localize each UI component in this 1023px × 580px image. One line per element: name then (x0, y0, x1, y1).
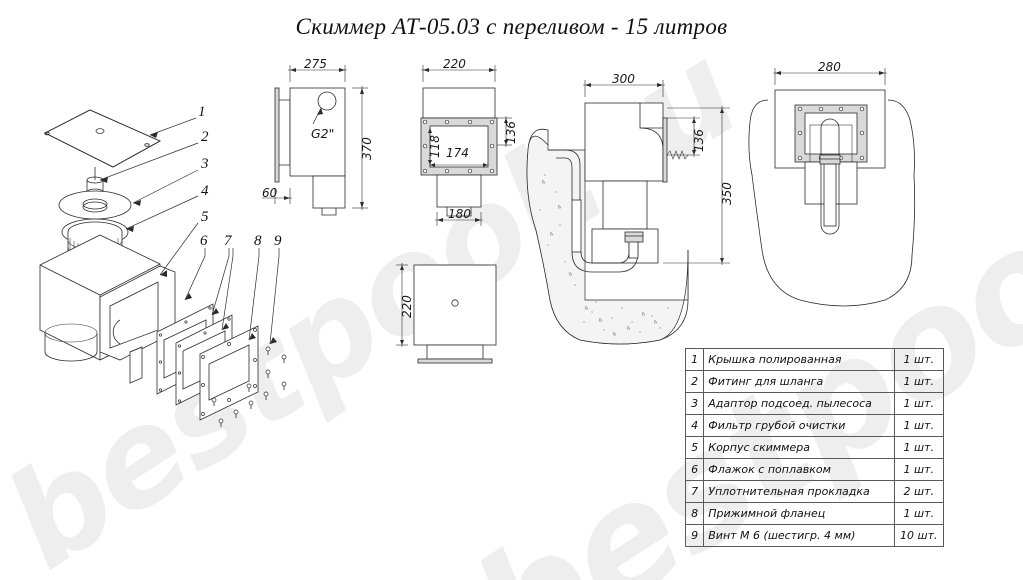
part-qty: 1 шт. (893, 414, 945, 437)
part-qty: 1 шт. (893, 392, 945, 415)
callout-7: 7 (224, 233, 232, 249)
callout-arrowheads (100, 132, 167, 277)
part-qty: 1 шт. (893, 458, 945, 481)
table-row: 3 Адаптор подсоед. пылесоса 1 шт. (684, 392, 945, 415)
part-qty: 1 шт. (893, 348, 945, 371)
part-qty: 1 шт. (893, 502, 945, 525)
part-number: 3 (684, 392, 705, 415)
part-name: Уплотнительная прокладка (703, 480, 895, 503)
part-screws (211, 346, 287, 427)
part-float-flap (129, 346, 143, 384)
part-skimmer-body (39, 234, 176, 362)
dim-174: 174 (446, 146, 469, 160)
dim-136-install: 136 (692, 129, 706, 152)
callout-leader-lines-lower (184, 248, 280, 345)
dim-220-top: 220 (400, 295, 414, 318)
part-number: 8 (684, 502, 705, 525)
dim-300: 300 (612, 72, 635, 86)
table-row: 6 Флажок с поплавком 1 шт. (684, 458, 945, 481)
part-vacuum-adaptor (58, 190, 132, 220)
part-name: Адаптор подсоед. пылесоса (703, 392, 895, 415)
thread-label-g2: G2" (311, 126, 335, 141)
dim-280: 280 (818, 60, 841, 74)
dim-220: 220 (443, 57, 466, 71)
dim-60: 60 (262, 186, 278, 200)
part-number: 9 (684, 524, 705, 547)
part-number: 6 (684, 458, 705, 481)
part-qty: 10 шт. (893, 524, 945, 547)
part-number: 1 (684, 348, 705, 371)
part-name: Прижимной фланец (703, 502, 895, 525)
exploded-assembly-view (39, 109, 287, 427)
installation-section-view (526, 80, 730, 345)
callout-leader-lines (99, 117, 199, 276)
part-qty: 1 шт. (893, 436, 945, 459)
dim-118: 118 (428, 135, 442, 158)
callout-4: 4 (201, 183, 209, 199)
table-row: 1 Крышка полированная 1 шт. (684, 348, 945, 371)
table-row: 4 Фильтр грубой очистки 1 шт. (684, 414, 945, 437)
part-clamping-flange (199, 325, 259, 421)
callout-8: 8 (254, 233, 262, 249)
part-lid (44, 109, 161, 168)
table-row: 7 Уплотнительная прокладка 2 шт. (684, 480, 945, 503)
callout-9: 9 (274, 233, 282, 249)
dim-136: 136 (504, 121, 518, 144)
parts-table-body: 1 Крышка полированная 1 шт. 2 Фитинг для… (684, 348, 945, 547)
table-row: 9 Винт М 6 (шестигр. 4 мм) 10 шт. (684, 524, 945, 547)
table-row: 8 Прижимной фланец 1 шт. (684, 502, 945, 525)
part-name: Крышка полированная (703, 348, 895, 371)
callout-2: 2 (201, 129, 209, 145)
top-view (396, 263, 497, 364)
table-row: 5 Корпус скиммера 1 шт. (684, 436, 945, 459)
dim-350: 350 (720, 182, 734, 205)
part-name: Корпус скиммера (703, 436, 895, 459)
dim-180: 180 (448, 207, 471, 221)
part-qty: 2 шт. (893, 480, 945, 503)
callout-5: 5 (201, 209, 209, 225)
callout-6: 6 (200, 233, 208, 249)
part-number: 7 (684, 480, 705, 503)
side-section-view (262, 65, 368, 216)
part-name: Винт М 6 (шестигр. 4 мм) (703, 524, 895, 547)
installation-plan-view (748, 68, 916, 307)
part-number: 4 (684, 414, 705, 437)
dim-370: 370 (360, 137, 374, 160)
callout-1: 1 (198, 104, 206, 120)
part-name: Флажок с поплавком (703, 458, 895, 481)
dim-275: 275 (304, 57, 327, 71)
part-qty: 1 шт. (893, 370, 945, 393)
part-name: Фитинг для шланга (703, 370, 895, 393)
table-row: 2 Фитинг для шланга 1 шт. (684, 370, 945, 393)
callout-arrowheads-lower (185, 293, 277, 344)
part-number: 5 (684, 436, 705, 459)
part-number: 2 (684, 370, 705, 393)
part-name: Фильтр грубой очистки (703, 414, 895, 437)
front-flange-view (420, 65, 512, 226)
callout-3: 3 (201, 156, 209, 172)
parts-list-table: 1 Крышка полированная 1 шт. 2 Фитинг для… (684, 348, 945, 547)
drawing-title: Скиммер АТ-05.03 с переливом - 15 литров (295, 14, 728, 39)
